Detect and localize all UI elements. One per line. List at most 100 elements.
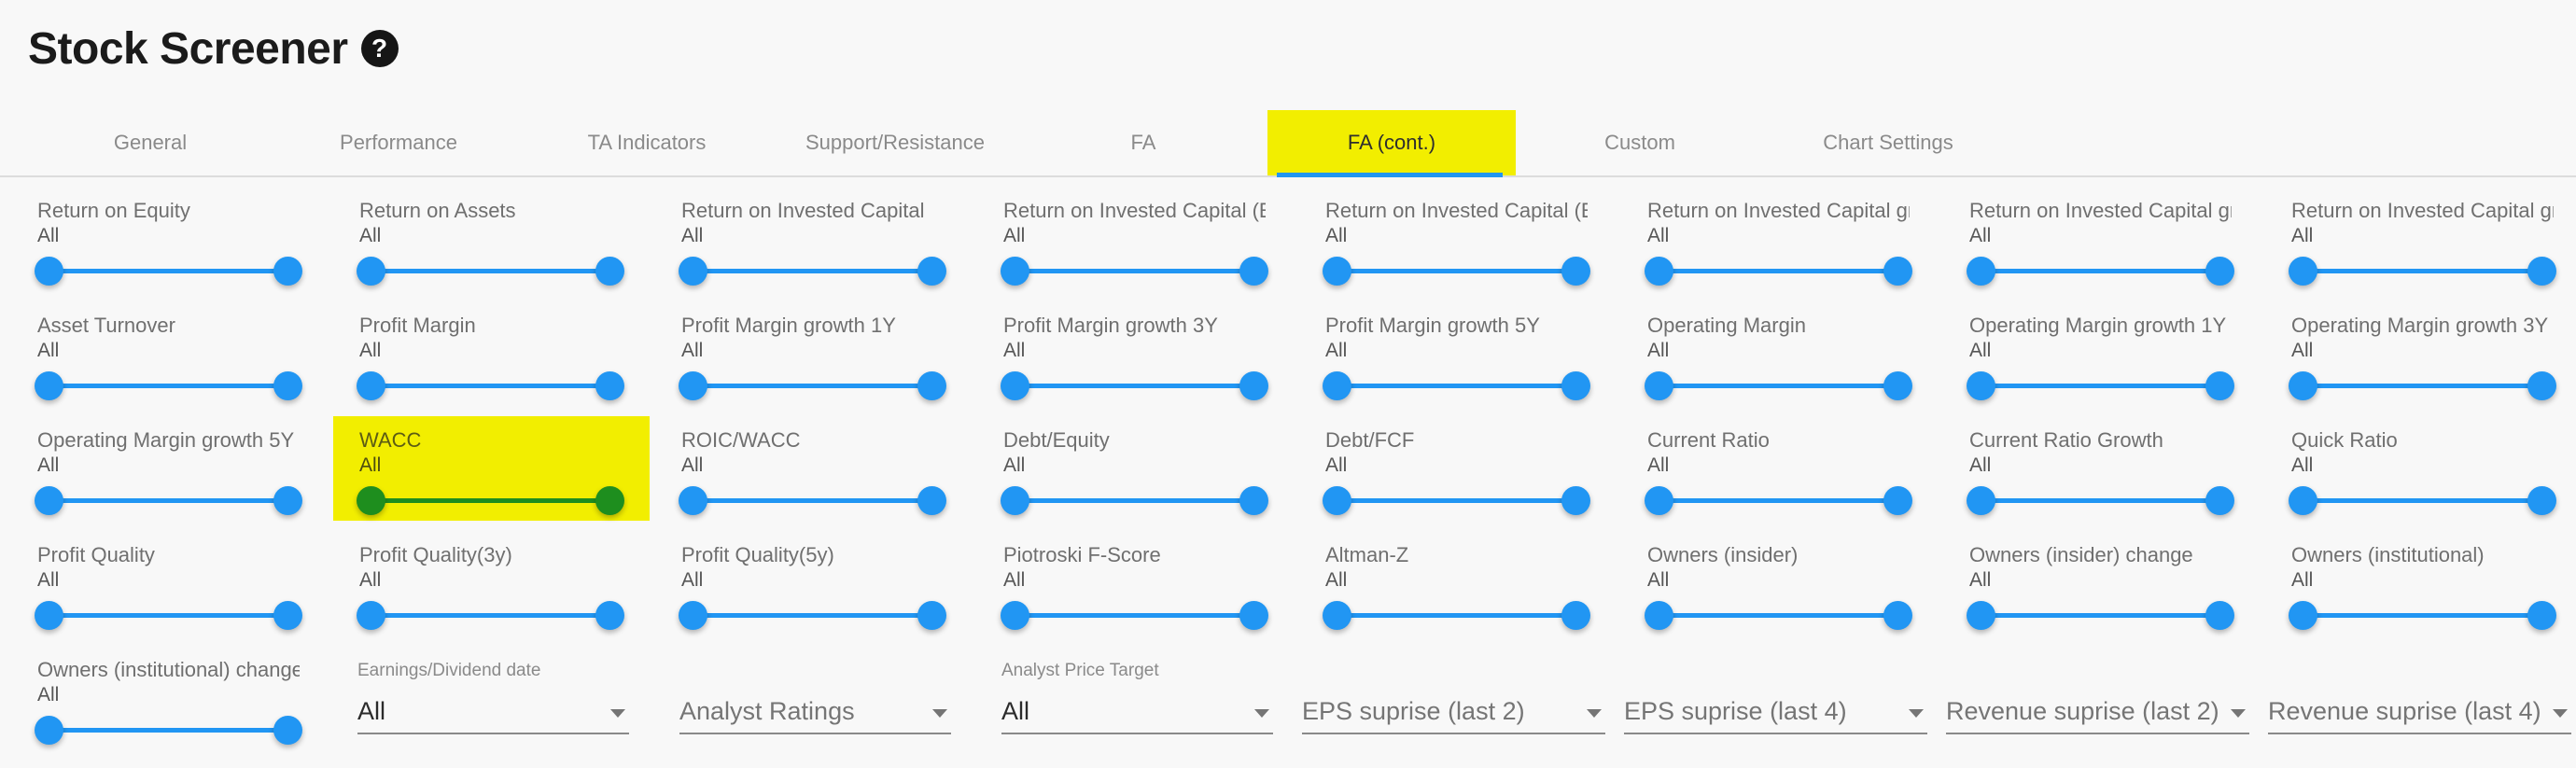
slider-handle-max[interactable] xyxy=(595,371,624,400)
range-slider[interactable] xyxy=(1001,255,1268,288)
slider-handle-min[interactable] xyxy=(1001,601,1029,630)
slider-handle-max[interactable] xyxy=(2527,371,2556,400)
slider-handle-min[interactable] xyxy=(679,371,707,400)
slider-handle-max[interactable] xyxy=(273,371,302,400)
tab-support-resistance[interactable]: Support/Resistance xyxy=(805,131,985,154)
range-slider[interactable] xyxy=(1645,370,1912,403)
slider-track[interactable] xyxy=(1981,613,2220,618)
slider-handle-min[interactable] xyxy=(35,486,63,515)
slider-track[interactable] xyxy=(1659,613,1898,618)
slider-handle-max[interactable] xyxy=(1239,486,1268,515)
help-icon[interactable]: ? xyxy=(360,30,399,67)
slider-track[interactable] xyxy=(1337,613,1576,618)
slider-handle-min[interactable] xyxy=(1323,486,1351,515)
slider-track[interactable] xyxy=(693,613,932,618)
slider-track[interactable] xyxy=(2303,613,2542,618)
select-analyst-ratings[interactable]: Analyst Ratings xyxy=(679,693,951,734)
range-slider[interactable] xyxy=(679,370,946,403)
range-slider[interactable] xyxy=(357,255,624,288)
slider-track[interactable] xyxy=(2303,269,2542,273)
range-slider[interactable] xyxy=(357,370,624,403)
slider-track[interactable] xyxy=(1337,269,1576,273)
slider-track[interactable] xyxy=(1015,613,1254,618)
slider-handle-min[interactable] xyxy=(2289,257,2317,286)
range-slider[interactable] xyxy=(2289,370,2556,403)
select-eps-suprise-last-2[interactable]: EPS suprise (last 2) xyxy=(1302,693,1605,734)
select-analyst-price-target[interactable]: All xyxy=(1001,693,1273,734)
slider-track[interactable] xyxy=(1659,498,1898,503)
slider-handle-max[interactable] xyxy=(273,257,302,286)
slider-track[interactable] xyxy=(49,498,288,503)
slider-handle-max[interactable] xyxy=(1561,257,1590,286)
slider-handle-max[interactable] xyxy=(1561,486,1590,515)
tab-chart-settings[interactable]: Chart Settings xyxy=(1823,131,1953,154)
slider-handle-max[interactable] xyxy=(1883,257,1912,286)
slider-handle-min[interactable] xyxy=(357,601,385,630)
range-slider[interactable] xyxy=(35,714,302,747)
range-slider[interactable] xyxy=(1001,370,1268,403)
range-slider[interactable] xyxy=(1001,484,1268,518)
slider-handle-min[interactable] xyxy=(1001,486,1029,515)
slider-track[interactable] xyxy=(1981,498,2220,503)
range-slider[interactable] xyxy=(1967,370,2234,403)
tab-custom[interactable]: Custom xyxy=(1604,131,1675,154)
slider-handle-max[interactable] xyxy=(917,371,946,400)
slider-handle-max[interactable] xyxy=(2527,486,2556,515)
slider-handle-min[interactable] xyxy=(1967,257,1995,286)
slider-handle-max[interactable] xyxy=(2205,601,2234,630)
range-slider[interactable] xyxy=(35,484,302,518)
slider-track[interactable] xyxy=(1337,498,1576,503)
slider-handle-max[interactable] xyxy=(1239,601,1268,630)
range-slider[interactable] xyxy=(1323,599,1590,633)
slider-track[interactable] xyxy=(693,384,932,388)
slider-handle-min[interactable] xyxy=(35,371,63,400)
slider-handle-max[interactable] xyxy=(273,601,302,630)
slider-handle-max[interactable] xyxy=(917,486,946,515)
slider-handle-max[interactable] xyxy=(1883,371,1912,400)
slider-track[interactable] xyxy=(1981,269,2220,273)
slider-handle-min[interactable] xyxy=(35,257,63,286)
slider-handle-min[interactable] xyxy=(1645,257,1673,286)
range-slider[interactable] xyxy=(1001,599,1268,633)
slider-track[interactable] xyxy=(1015,498,1254,503)
slider-handle-max[interactable] xyxy=(2527,601,2556,630)
slider-handle-min[interactable] xyxy=(1645,371,1673,400)
slider-track[interactable] xyxy=(1015,384,1254,388)
slider-handle-max[interactable] xyxy=(2527,257,2556,286)
slider-handle-max[interactable] xyxy=(2205,486,2234,515)
slider-handle-min[interactable] xyxy=(1645,486,1673,515)
tab-fa[interactable]: FA xyxy=(1130,131,1156,154)
slider-handle-min[interactable] xyxy=(2289,601,2317,630)
range-slider[interactable] xyxy=(2289,599,2556,633)
slider-handle-min[interactable] xyxy=(1967,486,1995,515)
range-slider[interactable] xyxy=(1967,255,2234,288)
range-slider[interactable] xyxy=(1645,484,1912,518)
slider-track[interactable] xyxy=(1981,384,2220,388)
slider-handle-max[interactable] xyxy=(595,257,624,286)
tab-fa-cont[interactable]: FA (cont.) xyxy=(1267,110,1516,177)
slider-track[interactable] xyxy=(371,613,610,618)
slider-track[interactable] xyxy=(1659,269,1898,273)
range-slider[interactable] xyxy=(679,484,946,518)
slider-track[interactable] xyxy=(1015,269,1254,273)
select-revenue-suprise-last-2[interactable]: Revenue suprise (last 2) xyxy=(1946,693,2249,734)
slider-handle-min[interactable] xyxy=(357,257,385,286)
slider-track[interactable] xyxy=(1337,384,1576,388)
slider-handle-max[interactable] xyxy=(2205,371,2234,400)
slider-handle-max[interactable] xyxy=(595,601,624,630)
range-slider[interactable] xyxy=(1967,599,2234,633)
slider-handle-max[interactable] xyxy=(273,486,302,515)
slider-track[interactable] xyxy=(49,728,288,733)
range-slider[interactable] xyxy=(1323,370,1590,403)
slider-handle-min[interactable] xyxy=(35,716,63,745)
slider-handle-max[interactable] xyxy=(1239,371,1268,400)
slider-handle-max[interactable] xyxy=(1883,601,1912,630)
range-slider[interactable] xyxy=(35,255,302,288)
range-slider[interactable] xyxy=(679,255,946,288)
select-earnings-dividend-date[interactable]: All xyxy=(357,693,629,734)
range-slider[interactable] xyxy=(1323,484,1590,518)
slider-handle-max[interactable] xyxy=(595,486,624,515)
range-slider[interactable] xyxy=(2289,255,2556,288)
range-slider[interactable] xyxy=(1323,255,1590,288)
range-slider[interactable] xyxy=(1645,255,1912,288)
